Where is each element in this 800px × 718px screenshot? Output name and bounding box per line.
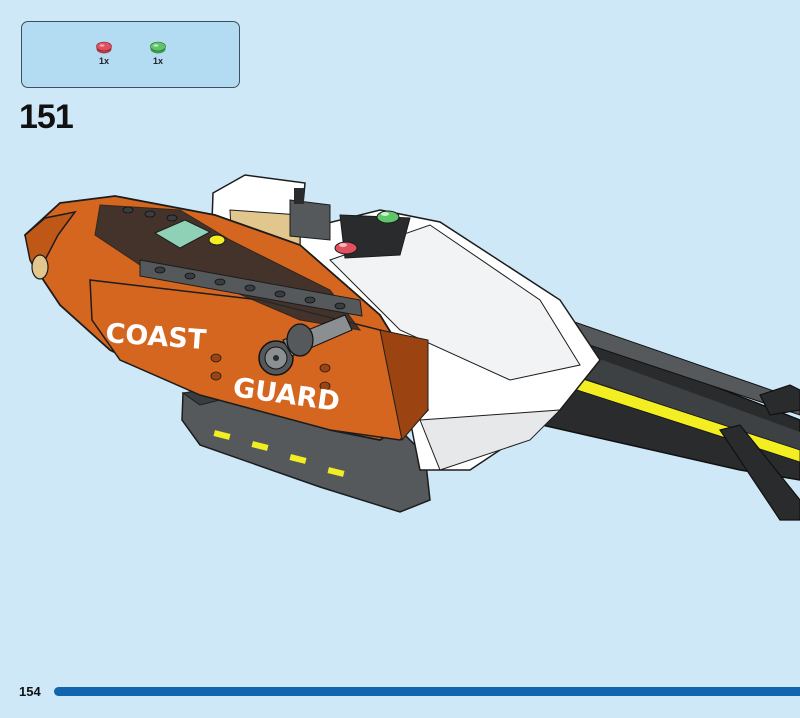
- parts-callout: 1x 1x: [21, 21, 240, 88]
- part-quantity: 1x: [84, 56, 124, 66]
- round-tile-trans-green-icon: [149, 40, 167, 54]
- part-item-red: 1x: [84, 40, 124, 66]
- part-quantity: 1x: [138, 56, 178, 66]
- round-tile-trans-red-icon: [95, 40, 113, 54]
- step-number: 151: [19, 98, 73, 137]
- helicopter-model-illustration: COAST GUARD: [0, 150, 800, 530]
- page-number: 154: [19, 684, 41, 699]
- part-item-green: 1x: [138, 40, 178, 66]
- page-progress-bar: [54, 687, 800, 696]
